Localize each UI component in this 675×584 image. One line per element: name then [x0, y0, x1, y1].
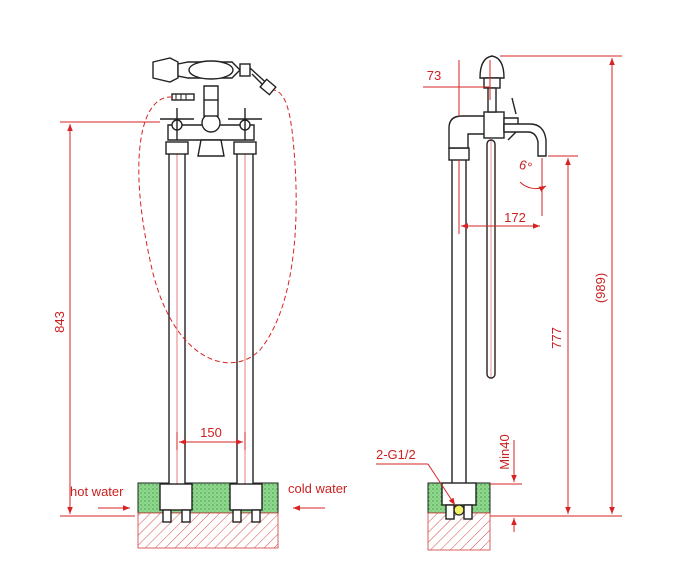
cold-cross-handle [228, 108, 262, 140]
dim-reach-172: 172 [504, 210, 526, 225]
dim-spacing-150: 150 [200, 425, 222, 440]
side-handshower-head [479, 55, 505, 79]
side-view: 73 6° 172 777 (989) Min40 2-G1/2 [376, 55, 622, 551]
connection-fitting [453, 504, 465, 516]
side-floor-hatch [427, 512, 491, 551]
cold-base-flange [229, 483, 263, 511]
hot-base-flange [159, 483, 193, 511]
side-base-flange [441, 482, 477, 506]
dim-min-40: Min40 [497, 434, 512, 469]
dim-angle-6: 6° [517, 157, 534, 175]
dim-top-offset-73: 73 [427, 68, 441, 83]
side-spout [503, 123, 547, 157]
dim-height-843: 843 [52, 311, 67, 333]
shower-hose [138, 89, 297, 364]
dim-spout-height-777: 777 [549, 327, 564, 349]
dim-total-height-989: (989) [593, 273, 608, 303]
handshower [152, 57, 277, 96]
label-cold-water: cold water [288, 481, 348, 496]
front-view: 843 150 hot water cold water [52, 57, 348, 549]
label-connection-2-g1-2: 2-G1/2 [376, 447, 416, 462]
hot-cross-handle [160, 108, 194, 140]
label-hot-water: hot water [70, 484, 124, 499]
